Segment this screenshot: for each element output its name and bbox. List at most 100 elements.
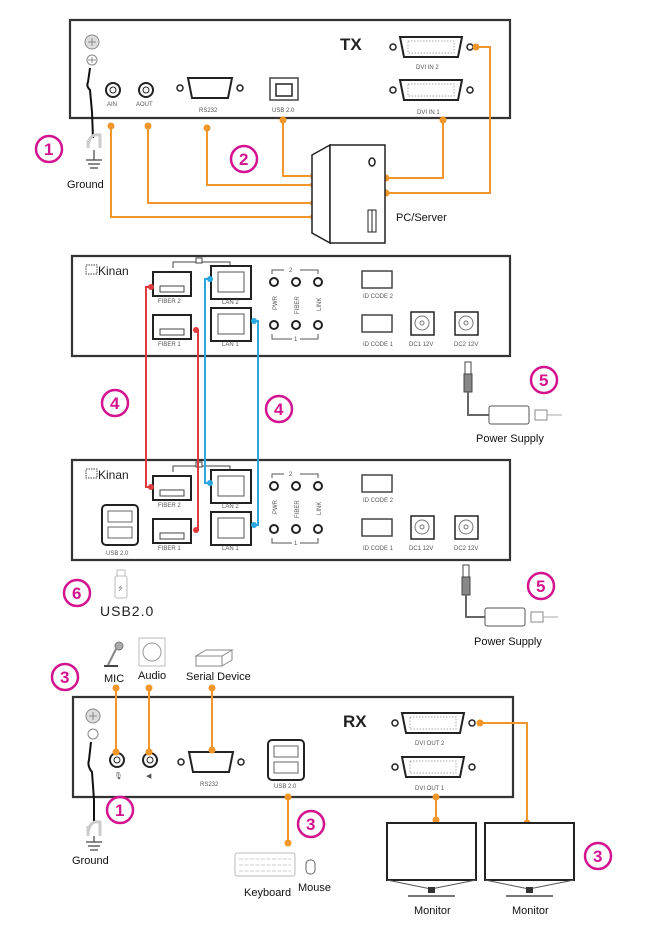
tx-dvi2-label: DVI IN 2: [416, 65, 439, 71]
fiber1-port: [152, 314, 192, 340]
ext2-lan2-label: LAN 2: [222, 504, 239, 510]
svg-text:4: 4: [274, 400, 284, 419]
aout-jack: [138, 82, 154, 98]
svg-text:4: 4: [110, 394, 120, 413]
tx-dvi1-label: DVI IN 1: [417, 110, 440, 116]
ext2-dc1-label: DC1 12V: [409, 546, 433, 552]
pc-server-label: PC/Server: [396, 212, 447, 224]
rx-rs232-label: RS232: [200, 782, 219, 788]
lan1-port: [210, 511, 252, 546]
led-pwr-2: [269, 481, 279, 491]
serial-device-icon: [194, 649, 234, 667]
usb-a-port: [101, 504, 139, 546]
monitor-1-label: Monitor: [414, 905, 451, 917]
ext2-fiber-label: FIBER: [295, 500, 301, 518]
rx-rs232-port: [177, 751, 245, 773]
id-code-2-switch: [361, 474, 393, 493]
svg-text:3: 3: [306, 815, 315, 834]
step-marker-5-top: 5: [529, 365, 559, 395]
ext2-dc2-label: DC2 12V: [454, 546, 478, 552]
mouse-icon: [305, 859, 316, 875]
rs232-port: [176, 77, 244, 99]
step-marker-2: 2: [229, 144, 259, 174]
extender-unit-2: Kinan USB 2.0 FIBER 2 FIBER 1 LAN 2 LAN …: [70, 458, 512, 562]
usb-b-port: [269, 77, 299, 101]
ext2-led-group-2: 2: [289, 472, 293, 478]
aout-label: AOUT: [136, 102, 153, 108]
ext2-lan1-label: LAN 1: [222, 546, 239, 552]
tx-ground-label: Ground: [67, 179, 104, 191]
mouse-label: Mouse: [298, 882, 331, 894]
dc2-jack: [454, 515, 479, 540]
rx-ground-cable: [86, 741, 102, 851]
rx-cables: [112, 684, 531, 847]
ext1-lan2-label: LAN 2: [222, 300, 239, 306]
power-supply-1-label: Power Supply: [476, 433, 544, 445]
dvi-in-1-port: [389, 79, 474, 101]
rx-unit: RX 🎙 ◀ RS232 USB 2.0 DVI OUT 2: [71, 695, 515, 799]
svg-text:5: 5: [536, 577, 545, 596]
fiber2-port: [152, 271, 192, 297]
monitor-2-label: Monitor: [512, 905, 549, 917]
monitor-2-icon: [484, 822, 575, 897]
tx-chassis: [68, 18, 512, 120]
ext2-pwr-label: PWR: [273, 499, 279, 514]
ext2-id2-label: ID CODE 2: [363, 498, 394, 504]
ext2-led-group-1: 1: [294, 541, 298, 547]
ext1-fiber2-label: FIBER 2: [158, 299, 181, 305]
svg-text:2: 2: [239, 150, 248, 169]
step-marker-1-rx: 1: [105, 795, 135, 825]
ext1-led-group-1: 1: [294, 337, 298, 343]
ext1-brand: Kinan: [98, 264, 129, 278]
tx-unit: TX AIN AOUT RS232 USB 2.0: [68, 18, 512, 120]
rx-dvi2-label: DVI OUT 2: [415, 741, 445, 747]
mic-jack-icon: 🎙: [114, 772, 123, 780]
step-marker-3-top: 3: [50, 662, 80, 692]
ext1-fiber1-label: FIBER 1: [158, 342, 181, 348]
ext1-link-label: LINK: [317, 298, 323, 311]
kinan-logo-icon: [85, 468, 98, 479]
step-marker-6: 6: [62, 578, 92, 608]
led-fiber-1: [291, 524, 301, 534]
tx-rs232-label: RS232: [199, 108, 218, 114]
svg-text:1: 1: [44, 140, 53, 159]
led-link-2: [313, 277, 323, 287]
serial-device-label: Serial Device: [186, 671, 251, 683]
ext1-dc1-label: DC1 12V: [409, 342, 433, 348]
usb-stick-icon: ⭍: [114, 569, 128, 599]
lan1-port: [210, 307, 252, 342]
ain-jack: [105, 82, 121, 98]
dc1-jack: [410, 515, 435, 540]
network-icon: [195, 257, 203, 264]
extender-unit-1: Kinan FIBER 2 FIBER 1 LAN 2 LAN 1 2: [70, 254, 512, 358]
svg-text:3: 3: [593, 847, 602, 866]
ext1-led-group-2: 2: [289, 268, 293, 274]
rx-title: RX: [343, 712, 367, 731]
svg-text:1: 1: [115, 801, 124, 820]
ext2-brand: Kinan: [98, 468, 129, 482]
speaker-jack-icon: ◀: [146, 773, 152, 780]
ext1-dc2-label: DC2 12V: [454, 342, 478, 348]
keyboard-icon: [234, 852, 296, 877]
dvi-in-2-port: [389, 36, 474, 58]
tx-ground-cable: [86, 67, 102, 169]
tx-usb-label: USB 2.0: [272, 108, 295, 114]
keyboard-label: Keyboard: [244, 887, 291, 899]
power-supply-1-icon: [463, 361, 562, 425]
step-marker-5-bottom: 5: [526, 571, 556, 601]
led-fiber-2: [291, 481, 301, 491]
led-fiber-1: [291, 320, 301, 330]
dvi-out-2-port: [391, 712, 476, 734]
mic-icon: [104, 641, 124, 667]
audio-speaker-icon: [138, 637, 166, 667]
ext2-usb-label: USB 2.0: [106, 551, 129, 557]
ext2-fiber1-label: FIBER 1: [158, 546, 181, 552]
mic-label: MIC: [104, 673, 124, 685]
svg-text:⭍: ⭍: [118, 584, 123, 592]
led-link-1: [313, 320, 323, 330]
led-pwr-1: [269, 320, 279, 330]
step-marker-3-keyboard: 3: [296, 809, 326, 839]
ext1-fiber-label: FIBER: [295, 296, 301, 314]
led-link-1: [313, 524, 323, 534]
ground-symbol-icon: [86, 836, 102, 851]
